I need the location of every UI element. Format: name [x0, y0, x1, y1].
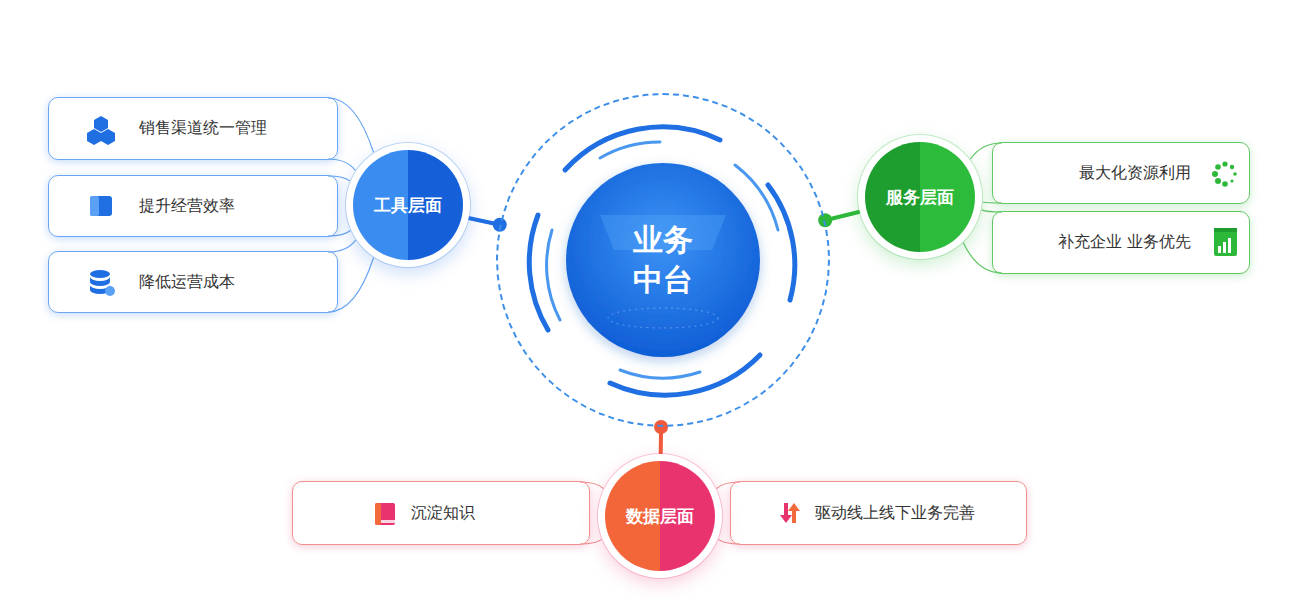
- connector: [328, 176, 350, 236]
- feature-label: 提升经营效率: [139, 196, 235, 217]
- sort-arrows-icon: [780, 503, 800, 523]
- feature-box: 最大化资源利用: [992, 142, 1250, 204]
- connector-flare: [328, 240, 374, 312]
- book-icon: [375, 503, 395, 525]
- feature-label: 沉淀知识: [411, 503, 475, 524]
- hub-circle: 业务 中台: [496, 93, 830, 427]
- connector: [470, 218, 507, 232]
- connector-flare: [328, 98, 374, 170]
- node-label: 数据层面: [626, 505, 694, 528]
- connector-flare: [970, 143, 1002, 203]
- loading-icon: [1212, 161, 1237, 186]
- orbit-arcs: [529, 127, 795, 395]
- feature-box: 驱动线上线下业务完善: [730, 481, 1027, 545]
- node-label: 业务 中台: [632, 220, 694, 301]
- connector: [818, 212, 859, 227]
- node-label: 工具层面: [374, 194, 442, 217]
- feature-label: 降低运营成本: [139, 272, 235, 293]
- layer-circle: 数据层面: [605, 461, 715, 571]
- feature-label: 补充企业 业务优先: [1058, 232, 1191, 253]
- connector: [717, 482, 740, 544]
- feature-box: 降低运营成本: [48, 251, 338, 313]
- feature-label: 驱动线上线下业务完善: [815, 503, 975, 524]
- connector-dot: [493, 218, 507, 232]
- connector-flare: [580, 482, 603, 544]
- cubes-icon: [87, 116, 115, 145]
- panel-icon: [90, 196, 112, 216]
- feature-box: 沉淀知识: [292, 481, 590, 545]
- chart-icon: [1214, 228, 1237, 256]
- feature-box: 补充企业 业务优先: [992, 211, 1250, 274]
- node-label: 服务层面: [886, 186, 954, 209]
- database-icon: [90, 270, 115, 296]
- layer-circle: 服务层面: [865, 142, 975, 252]
- connector: [580, 482, 603, 544]
- feature-label: 最大化资源利用: [1079, 163, 1191, 184]
- feature-box: 销售渠道统一管理: [48, 97, 338, 160]
- connector-flare: [328, 176, 350, 236]
- feature-label: 销售渠道统一管理: [139, 118, 267, 139]
- layer-circle: 工具层面: [353, 150, 463, 260]
- connector: [328, 240, 374, 312]
- core-circle: [566, 163, 760, 357]
- connector-flare: [717, 482, 740, 544]
- feature-box: 提升经营效率: [48, 175, 338, 237]
- core-decoration: [608, 308, 718, 328]
- connector: [970, 143, 1002, 203]
- connector: [328, 98, 374, 170]
- connector-dot: [818, 213, 832, 227]
- connector: [654, 420, 668, 453]
